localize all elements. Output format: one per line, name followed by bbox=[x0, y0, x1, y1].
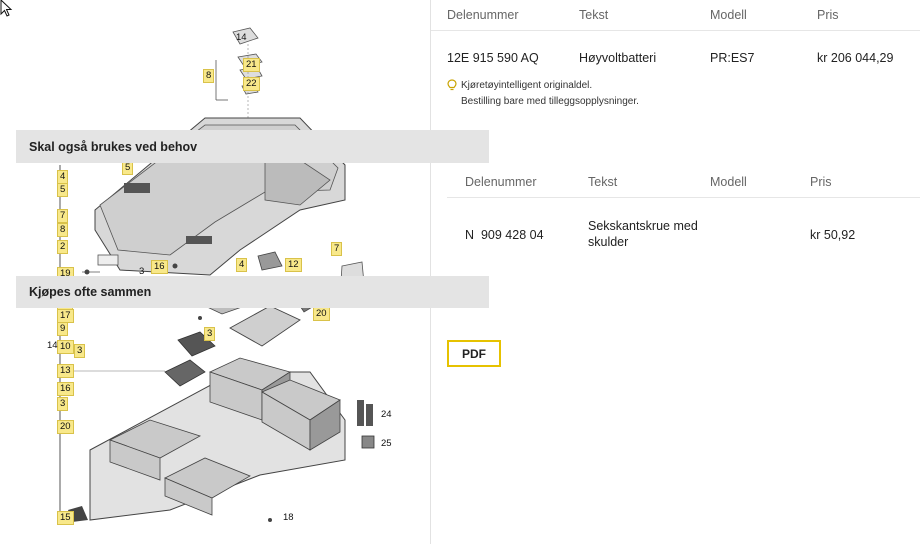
column-header-model: Modell bbox=[710, 8, 747, 22]
note-original-part: Kjøretøyintelligent originaldel. bbox=[461, 80, 593, 91]
part-text-line1: Sekskantskrue med bbox=[588, 219, 698, 233]
index-callout-9[interactable]: 9 bbox=[57, 322, 69, 336]
index-callout-extra[interactable]: 14 bbox=[47, 340, 58, 351]
column-header-text: Tekst bbox=[579, 8, 609, 22]
header-divider-2 bbox=[447, 197, 920, 198]
part-callout-3[interactable]: 3 bbox=[204, 327, 216, 341]
index-callout-3[interactable]: 3 bbox=[57, 397, 69, 411]
part-callout-14[interactable]: 14 bbox=[236, 32, 247, 43]
index-callout-17[interactable]: 17 bbox=[57, 309, 74, 323]
price-cell: kr 206 044,29 bbox=[817, 51, 894, 65]
part-text-line2: skulder bbox=[588, 235, 629, 249]
column-header-price-2: Pris bbox=[810, 175, 832, 189]
index-callout-4[interactable]: 4 bbox=[57, 170, 69, 184]
parts-diagram: 1421822574316122320324251518457821912111… bbox=[0, 0, 430, 544]
pdf-button[interactable]: PDF bbox=[447, 340, 501, 367]
model-cell: PR:ES7 bbox=[710, 51, 755, 65]
section-header-bought-together[interactable]: Kjøpes ofte sammen bbox=[16, 276, 489, 308]
header-divider bbox=[431, 30, 920, 31]
index-callout-7[interactable]: 7 bbox=[57, 209, 69, 223]
column-header-price: Pris bbox=[817, 8, 839, 22]
section-title-also-needed: Skal også brukes ved behov bbox=[29, 139, 198, 154]
column-header-part-number-2: Delenummer bbox=[465, 175, 537, 189]
part-callout-21[interactable]: 21 bbox=[243, 58, 260, 72]
column-header-text-2: Tekst bbox=[588, 175, 618, 189]
part-callout-16[interactable]: 16 bbox=[151, 260, 168, 274]
part-callout-24[interactable]: 24 bbox=[381, 409, 392, 420]
column-header-model-2: Modell bbox=[710, 175, 747, 189]
index-callout-10[interactable]: 10 bbox=[57, 340, 74, 354]
index-callout-3[interactable]: 3 bbox=[74, 344, 86, 358]
part-callout-22[interactable]: 22 bbox=[243, 77, 260, 91]
part-callout-4[interactable]: 4 bbox=[236, 258, 248, 272]
part-callout-15[interactable]: 15 bbox=[57, 511, 74, 525]
note-order-info: Bestilling bare med tilleggsopplysninger… bbox=[461, 96, 639, 107]
part-callout-18[interactable]: 18 bbox=[283, 512, 294, 523]
lightbulb-icon bbox=[447, 79, 457, 91]
column-header-part-number: Delenummer bbox=[447, 8, 519, 22]
index-callout-2[interactable]: 2 bbox=[57, 240, 69, 254]
panel-divider bbox=[430, 0, 431, 544]
index-callout-16[interactable]: 16 bbox=[57, 382, 74, 396]
index-callout-8[interactable]: 8 bbox=[57, 223, 69, 237]
cursor-arrow-icon bbox=[0, 0, 13, 17]
part-callout-7[interactable]: 7 bbox=[331, 242, 343, 256]
section-title-bought-together: Kjøpes ofte sammen bbox=[29, 285, 152, 299]
part-callout-8[interactable]: 8 bbox=[203, 69, 215, 83]
part-text-cell: Høyvoltbatteri bbox=[579, 51, 657, 65]
index-callout-13[interactable]: 13 bbox=[57, 364, 74, 378]
sealant-tubes bbox=[357, 400, 375, 449]
part-callout-12[interactable]: 12 bbox=[285, 258, 302, 272]
part-callout-5[interactable]: 5 bbox=[122, 161, 134, 175]
section-header-also-needed: Skal også brukes ved behov bbox=[16, 130, 489, 163]
price-cell-2: kr 50,92 bbox=[810, 228, 856, 242]
part-callout-25[interactable]: 25 bbox=[381, 438, 392, 449]
part-number-cell-2[interactable]: N 909 428 04 bbox=[465, 228, 544, 242]
index-callout-5[interactable]: 5 bbox=[57, 183, 69, 197]
part-number-cell[interactable]: 12E 915 590 AQ bbox=[447, 51, 539, 65]
index-callout-20[interactable]: 20 bbox=[57, 420, 74, 434]
part-callout-3[interactable]: 3 bbox=[139, 266, 145, 277]
part-callout-20[interactable]: 20 bbox=[313, 307, 330, 321]
